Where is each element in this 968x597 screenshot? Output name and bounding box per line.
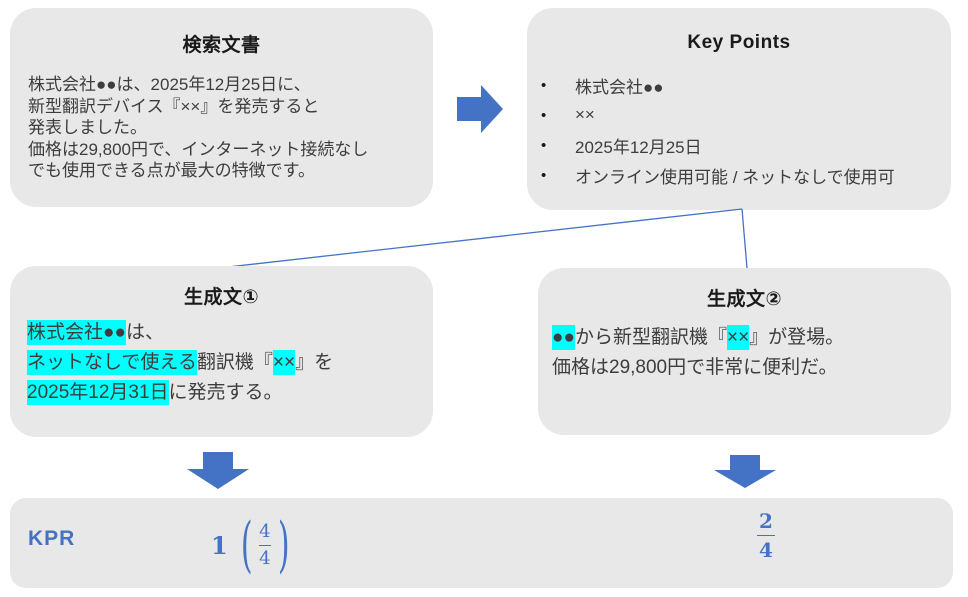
key-point-text: 2025年12月25日 (575, 137, 702, 157)
kpr-score-generated2: 2 4 (756, 511, 776, 560)
key-point-text: ×× (575, 105, 595, 124)
key-point-text: 株式会社●● (575, 77, 664, 97)
kpr-label: KPR (28, 527, 76, 550)
key-points-title: Key Points (687, 32, 791, 53)
fraction-numerator: 2 (759, 509, 773, 533)
connector-line-to-generated1 (227, 208, 743, 268)
arrow-down-icon (187, 452, 249, 489)
generated-sentence-1-box: 生成文① 株式会社●●は、 ネットなしで使える翻訳機『××』を 2025年12月… (10, 266, 433, 437)
bullet-icon: • (541, 106, 547, 124)
bullet-icon: • (541, 136, 547, 154)
fraction: 4 4 (259, 520, 271, 568)
plain-text: から新型翻訳機『 (574, 327, 727, 348)
key-point-text: オンライン使用可能 / ネットなしで使用可 (575, 167, 895, 187)
list-item: • オンライン使用可能 / ネットなしで使用可 (533, 160, 943, 190)
list-item: • ×× (533, 100, 943, 130)
source-line: 発表しました。 (28, 118, 147, 137)
source-line: でも使用できる点が最大の特徴です。 (28, 161, 315, 180)
close-paren: ) (277, 509, 290, 580)
kpr-score-generated1: 1 ( 4 4 ) (211, 512, 295, 578)
highlighted-text: 2025年12月31日 (27, 380, 169, 405)
generated-sentence-2-body: ●●から新型翻訳機『××』が登場。 価格は29,800円で非常に便利だ。 (552, 323, 844, 383)
highlighted-text: ●● (552, 325, 575, 350)
score-whole-number: 1 (211, 530, 228, 560)
list-item: • 株式会社●● (533, 70, 943, 100)
source-line: 新型翻訳デバイス『××』を発売すると (28, 96, 320, 116)
bullet-icon: • (541, 166, 547, 184)
generated-line: ●●から新型翻訳機『××』が登場。 (552, 323, 844, 353)
generated-sentence-2-box: 生成文② ●●から新型翻訳機『××』が登場。 価格は29,800円で非常に便利だ… (538, 268, 951, 435)
source-document-box: 検索文書 株式会社●●は、2025年12月25日に、 新型翻訳デバイス『××』を… (10, 8, 433, 207)
arrow-right-icon (457, 85, 503, 133)
generated-sentence-2-title: 生成文② (706, 289, 783, 310)
generated-line: 株式会社●●は、 (27, 318, 333, 348)
key-points-box: Key Points • 株式会社●● • ×× • 2025年12月25日 •… (527, 8, 951, 210)
generated-line: 価格は29,800円で非常に便利だ。 (552, 353, 844, 383)
highlighted-text: 株式会社●● (27, 320, 126, 345)
key-points-list: • 株式会社●● • ×× • 2025年12月25日 • オンライン使用可能 … (533, 70, 943, 190)
plain-text: 』を (295, 352, 334, 373)
source-line: 株式会社●●は、2025年12月25日に、 (28, 75, 311, 94)
highlighted-text: ×× (272, 350, 296, 375)
plain-text: に発売する。 (168, 382, 283, 403)
highlighted-text: ×× (726, 325, 750, 350)
connector-line-to-generated2 (741, 208, 748, 269)
list-item: • 2025年12月25日 (533, 130, 943, 160)
generated-sentence-1-body: 株式会社●●は、 ネットなしで使える翻訳機『××』を 2025年12月31日に発… (27, 318, 333, 408)
arrow-down-icon (714, 455, 776, 488)
highlighted-text: ネットなしで使える (27, 350, 197, 375)
open-paren: ( (240, 509, 253, 580)
generated-line: ネットなしで使える翻訳機『××』を (27, 348, 333, 378)
generated-line: 2025年12月31日に発売する。 (27, 378, 333, 408)
fraction-denominator: 4 (757, 535, 775, 560)
source-document-body: 株式会社●●は、2025年12月25日に、 新型翻訳デバイス『××』を発売すると… (28, 74, 368, 182)
fraction: 2 4 (757, 511, 775, 560)
fraction-numerator: 4 (259, 520, 271, 542)
generated-sentence-1-title: 生成文① (183, 287, 260, 308)
plain-text: 価格は29,800円で非常に便利だ。 (552, 357, 838, 378)
plain-text: 』が登場。 (749, 327, 845, 348)
plain-text: は、 (125, 322, 164, 343)
source-document-title: 検索文書 (182, 35, 261, 56)
kpr-score-bar: KPR 1 ( 4 4 ) 2 4 (10, 498, 953, 588)
bullet-icon: • (541, 76, 547, 94)
fraction-denominator: 4 (259, 544, 271, 568)
source-line: 価格は29,800円で、インターネット接続なし (28, 139, 369, 159)
plain-text: 翻訳機『 (196, 352, 273, 373)
